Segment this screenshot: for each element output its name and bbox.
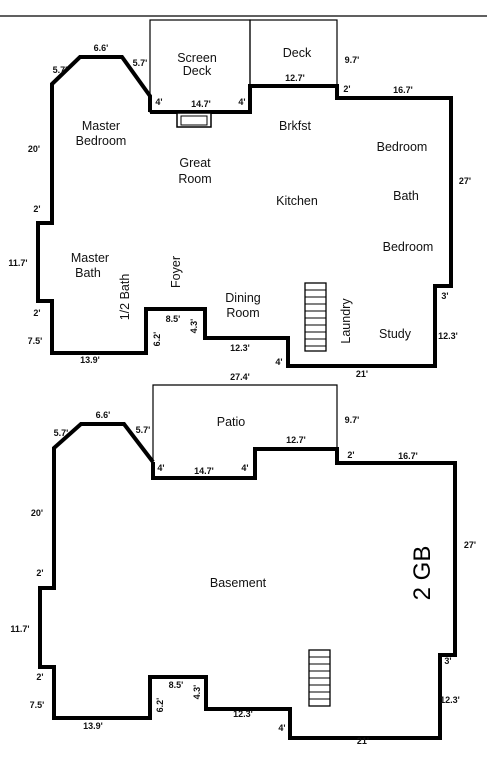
dim-label: 2' (343, 84, 350, 94)
dim-label: 16.7' (398, 451, 418, 461)
dim-label: 9.7' (345, 55, 360, 65)
dim-label: 5.7' (54, 428, 69, 438)
dim-label: 12.7' (285, 73, 305, 83)
main-floor-stairs (304, 282, 327, 352)
dim-label: 2' (36, 672, 43, 682)
room-label-dining-room-1: Dining (225, 291, 260, 305)
room-label-bedroom-2: Bedroom (383, 240, 434, 254)
room-label-study: Study (379, 327, 412, 341)
room-label-screen-deck-1: Screen (177, 51, 217, 65)
dim-label: 4' (157, 463, 164, 473)
room-label-basement: Basement (210, 576, 267, 590)
dim-label: 8.5' (169, 680, 184, 690)
dim-label: 7.5' (30, 700, 45, 710)
dim-label: 4.3' (192, 685, 202, 700)
dim-label: 3' (444, 656, 451, 666)
dim-label: 27.4' (230, 372, 250, 382)
dim-label: 6.6' (94, 43, 109, 53)
dim-label: 4.3' (189, 319, 199, 334)
dim-label: 2' (33, 204, 40, 214)
room-label-master-bath-2: Bath (75, 266, 101, 280)
dim-label: 2' (33, 308, 40, 318)
dim-label: 14.7' (191, 99, 211, 109)
dim-label: 9.7' (345, 415, 360, 425)
dim-label: 12.7' (286, 435, 306, 445)
patio-outline (152, 384, 338, 462)
dim-label: 7.5' (28, 336, 43, 346)
room-label-great-room-1: Great (179, 156, 211, 170)
dim-label: 20' (28, 144, 40, 154)
fireplace-inner (180, 115, 208, 126)
room-label-patio: Patio (217, 415, 246, 429)
room-label-master-bedroom-2: Bedroom (76, 134, 127, 148)
dim-label: 12.3' (438, 331, 458, 341)
room-label-half-bath: 1/2 Bath (118, 274, 132, 321)
room-label-bath: Bath (393, 189, 419, 203)
dim-label: 12.3' (233, 709, 253, 719)
main-floor-exterior-wall (36, 55, 453, 368)
basement-plan: Patio Basement 2 GB 27.4' 6.6' 5.7' 5.7'… (10, 372, 476, 746)
dim-label: 4' (155, 97, 162, 107)
room-label-deck: Deck (283, 46, 312, 60)
dim-label: 2' (347, 450, 354, 460)
room-label-brkfst: Brkfst (279, 119, 311, 133)
room-label-dining-room-2: Room (226, 306, 259, 320)
room-label-master-bath-1: Master (71, 251, 109, 265)
dim-label: 4' (278, 723, 285, 733)
dim-label: 3' (441, 291, 448, 301)
dim-label: 5.7' (53, 65, 68, 75)
dim-label: 6.2' (152, 332, 162, 347)
main-floor-plan: Screen Deck Deck Master Bedroom Great Ro… (8, 19, 471, 379)
room-label-kitchen: Kitchen (276, 194, 318, 208)
dim-label: 21' (356, 369, 368, 379)
room-label-screen-deck-2: Deck (183, 64, 212, 78)
room-label-master-bedroom-1: Master (82, 119, 120, 133)
dim-label: 12.3' (230, 343, 250, 353)
dim-label: 12.3' (440, 695, 460, 705)
dim-label: 6.2' (155, 698, 165, 713)
dim-label: 11.7' (10, 624, 29, 634)
dim-label: 13.9' (80, 355, 100, 365)
dim-label: 6.6' (96, 410, 111, 420)
dim-label: 5.7' (133, 58, 148, 68)
dim-label: 21' (357, 736, 369, 746)
dim-label: 4' (275, 357, 282, 367)
dim-label: 2' (36, 568, 43, 578)
label-2-gb: 2 GB (409, 546, 436, 601)
dim-label: 14.7' (194, 466, 214, 476)
dim-label: 8.5' (166, 314, 181, 324)
dim-label: 27' (464, 540, 476, 550)
dim-label: 20' (31, 508, 43, 518)
dim-label: 4' (238, 97, 245, 107)
dim-label: 27' (459, 176, 471, 186)
basement-stairs (308, 649, 331, 707)
room-label-foyer: Foyer (169, 256, 183, 288)
room-label-great-room-2: Room (178, 172, 211, 186)
dim-label: 4' (241, 463, 248, 473)
dim-label: 5.7' (136, 425, 151, 435)
room-label-bedroom-1: Bedroom (377, 140, 428, 154)
room-label-laundry: Laundry (339, 298, 353, 344)
dim-label: 11.7' (8, 258, 27, 268)
dim-label: 16.7' (393, 85, 413, 95)
basement-exterior-wall (38, 422, 457, 740)
dim-label: 13.9' (83, 721, 103, 731)
